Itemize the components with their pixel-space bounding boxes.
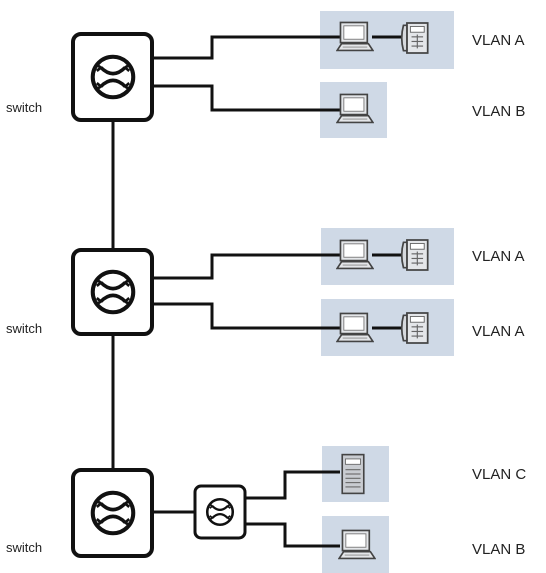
vlan-label: VLAN C [472,466,526,483]
small-switch-node [193,484,247,540]
vlan-label: VLAN B [472,103,525,120]
computer-icon [336,239,374,270]
computer-icon [336,93,374,124]
access-link [245,470,340,500]
switch-label: switch [6,540,42,555]
switch-node [71,468,154,558]
switch-icon [93,493,134,534]
computer-icon [338,529,376,560]
ip-phone-icon [400,239,429,271]
vlan-label: VLAN A [472,32,525,49]
vlan-label: VLAN A [472,248,525,265]
switch-icon [93,57,134,98]
access-link [152,302,348,330]
access-link [152,35,348,60]
switch-node [71,32,154,122]
vlan-label: VLAN B [472,541,525,558]
vlan-label: VLAN A [472,323,525,340]
switch-label: switch [6,321,42,336]
computer-icon [336,21,374,52]
access-link [152,84,348,112]
access-link [245,522,340,548]
switch-icon [93,272,134,313]
connection-lines [111,35,402,548]
switch-label: switch [6,100,42,115]
switch-icon [205,497,235,527]
computer-icon [336,312,374,343]
ip-phone-icon [400,312,429,344]
ip-phone-icon [400,22,429,54]
switch-node [71,248,154,336]
access-link [152,253,348,280]
server-icon [341,453,365,495]
